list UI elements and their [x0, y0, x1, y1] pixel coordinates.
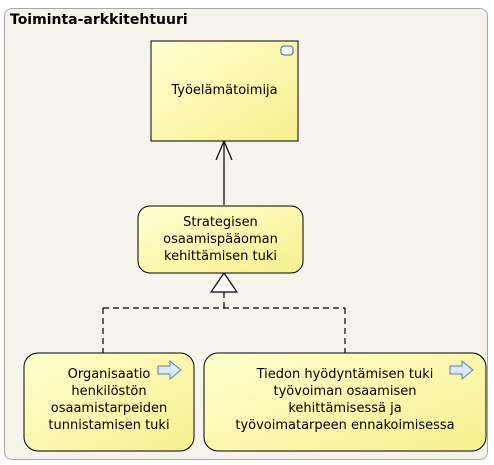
label-line: tunnistamisen tuki	[48, 418, 170, 433]
org-service-label: Organisaatio henkilöstön osaamistarpeide…	[24, 366, 194, 434]
info-service-label: Tiedon hyödyntämisen tuki työvoiman osaa…	[204, 366, 486, 434]
label-line: työvoimatarpeen ennakoimisessa	[235, 418, 455, 433]
service-arrow-icon	[157, 359, 182, 381]
label-line: Strategisen	[183, 215, 258, 230]
org-service-node[interactable]	[23, 352, 195, 452]
label-line: osaamispääoman	[163, 232, 278, 247]
info-service-node[interactable]	[203, 352, 487, 452]
label-line: kehittämisessä ja	[288, 401, 402, 416]
label-line: työvoiman osaamisen	[273, 384, 417, 399]
service-arrow-icon	[449, 359, 474, 381]
label-line: kehittämisen tuki	[164, 249, 277, 264]
strategic-service-label: Strategisen osaamispääoman kehittämisen …	[138, 214, 303, 265]
label-line: osaamistarpeiden	[50, 401, 168, 416]
frame-title: Toiminta-arkkitehtuuri	[10, 12, 188, 28]
label-line: Organisaatio	[67, 367, 151, 382]
label-line: Tiedon hyödyntämisen tuki	[256, 367, 434, 382]
role-icon	[280, 45, 294, 56]
actor-node[interactable]	[150, 40, 299, 142]
specialization-connector[interactable]	[102, 271, 346, 353]
strategic-service-node[interactable]	[137, 205, 304, 274]
used-by-connector[interactable]	[215, 139, 233, 205]
actor-label: Työelämätoimija	[171, 83, 278, 98]
label-line: henkilöstön	[71, 384, 147, 399]
